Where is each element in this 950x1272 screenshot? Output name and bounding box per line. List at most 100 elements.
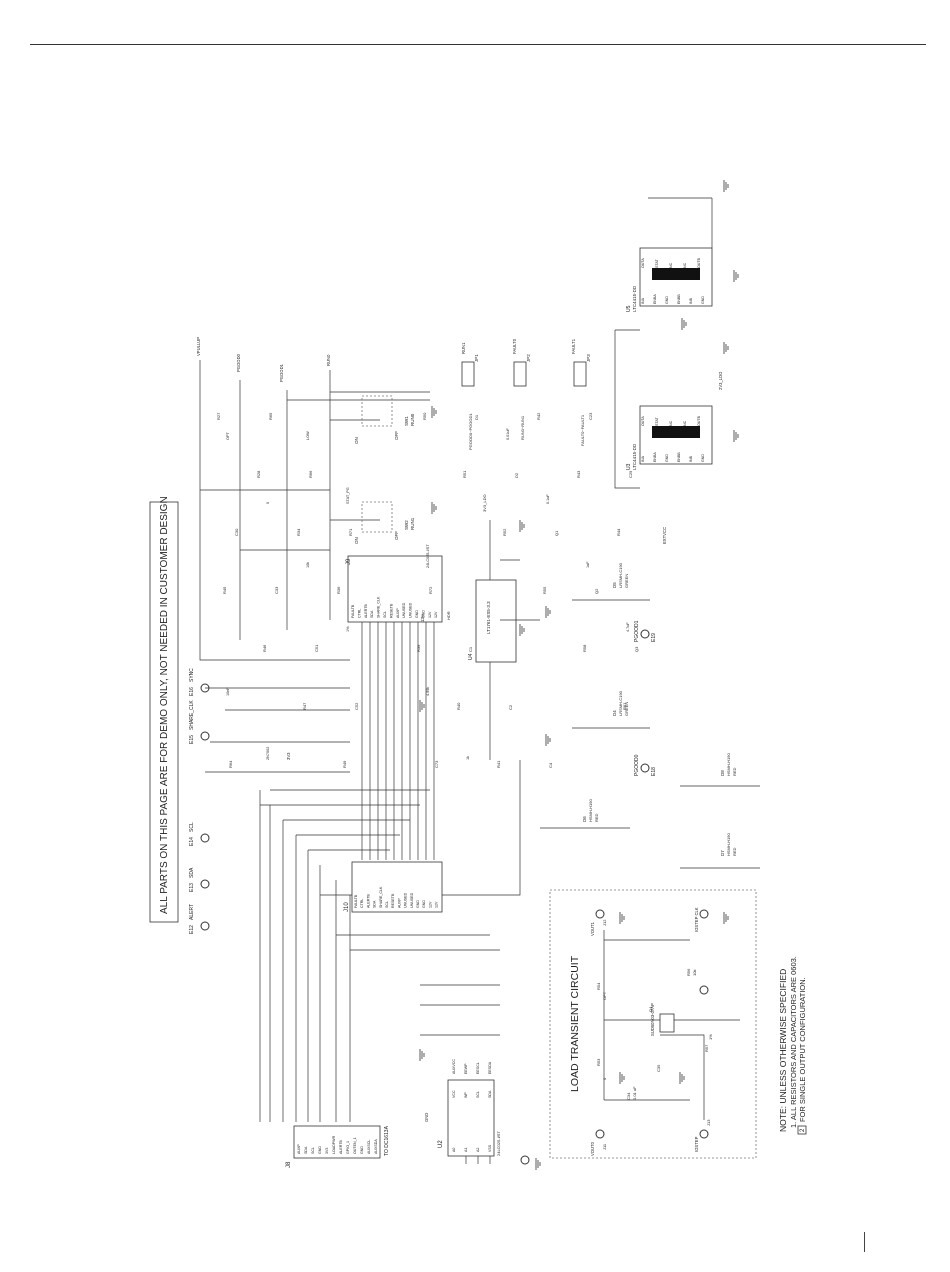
u3-pin-gnd-10: GND [701,454,705,462]
tp-e14-net: SCL [189,822,195,832]
u5-ref: U5 [626,305,632,312]
u4-part: LT1761-ES5-3.3 [486,601,491,634]
ground-symbol-8 [733,430,739,442]
value-label-7: 0.1uF [546,494,550,504]
part-ref-c4: C4 [548,762,553,768]
value-label-11: 2N7002 [266,747,270,760]
part-ref-r66: R66 [308,470,313,478]
d4-ref: D4 [612,710,617,716]
d4-color: GREEN [624,702,629,716]
demo-banner: ALL PARTS ON THIS PAGE ARE FOR DEMO ONLY… [149,496,179,923]
d8-part: HSMH-H190 [726,753,731,776]
load-transient-circuit: LOAD TRANSIENT CIRCUIT VOUT0 VOUT1 IOSTE… [549,889,757,1159]
j9-pin-4-sda: SDA [370,610,374,618]
j8-pin-10-gnd: GND [360,1146,364,1154]
load-net-iostep: IOSTEP [694,1136,699,1152]
j8-pin-3-scl: SCL [311,1147,315,1154]
u3-pin-outa-0: OUTA [641,416,645,426]
ground-symbol-13 [679,1072,685,1084]
j8-destination: TO DC1613A [384,1125,390,1156]
u5-pin-outb-4: OUTB [697,257,701,268]
j9-pin-8-auxp: AUXP [396,608,400,618]
part-ref-r39: R39 [416,644,421,652]
jp3-label: FAULT0~FAULT1 [580,414,585,446]
net-label-3v3: 3V3 [286,752,291,760]
part-ref-r72: R72 [428,586,433,594]
u2-ref: U2 [438,1140,444,1148]
u5-pin-nc-3: NC [683,262,687,268]
j9-pin-13-12v: 12V [428,611,432,618]
d6-part: HSMH-H190 [588,799,593,822]
tp-e18-net: PGOOD0 [634,754,640,776]
j9-pin-14-12v: 12V [434,611,438,618]
load-net-vout1: VOUT1 [590,921,595,936]
net-label-gnd: GND [424,1113,429,1122]
d5-color: GREEN [624,574,629,588]
part-ref-c23: C23 [588,412,593,420]
signal-bus [199,360,521,1122]
load-transient-title: LOAD TRANSIENT CIRCUIT [569,955,581,1092]
net-label-12v: 12V [420,614,425,622]
part-ref-r49: R49 [342,760,347,768]
part-ref-c33: C33 [274,586,279,594]
u2-net-auxvcc: AUXVCC [452,1059,456,1074]
load-value-4: 1% [708,1034,713,1040]
u2-pin-right-sda: SDA [488,1090,492,1098]
j10-pin-9-unused: UNUSED [404,892,408,908]
load-part-r53: R53 [596,1058,601,1066]
value-label-9: 4.7uF [626,622,630,632]
value-labels: OPT010k1%4.99k1k0.01uF0.1uF1uF4.7uF10nF2… [226,427,630,760]
tp-e15-ref: E15 [189,735,195,744]
part-ref-c29: C29 [628,470,633,478]
value-label-13: STAT_PG [346,487,350,504]
ground-symbol-6 [681,318,687,330]
j9-ref: J9 [346,558,352,565]
part-ref-r47: R47 [302,702,307,710]
part-ref-r46: R46 [262,644,267,652]
j10-pin-14-12v: 12V [435,901,439,908]
ground-symbol-1 [431,406,437,418]
value-label-0: OPT [226,432,230,440]
sw1-on: ON [354,437,359,444]
tp-e16-net: SYNC [189,668,195,682]
notes: NOTE: UNLESS OTHERWISE SPECIFIED 1. ALL … [778,956,807,1135]
notes-heading: NOTE: UNLESS OTHERWISE SPECIFIED [778,969,788,1132]
u5-pin-gnd-10: GND [701,296,705,304]
j10-pin-12-gnd: GND [422,900,426,908]
value-label-12: LOW [306,431,310,440]
d8-color: RED [732,767,737,776]
value-label-14: 24LC025-I/ST [426,544,430,568]
jp2-label: RUN0~RUN1 [520,415,525,440]
j10-pin-1-faultb: FAULTB [354,894,358,908]
u5-pin-nc-2: NC [669,262,673,268]
load-value-3: 10k [692,970,697,976]
ground-symbol-4 [519,624,525,636]
j8-pin-2-sda: SDA [304,1146,308,1154]
u5-pin-gnd-7: GND [665,296,669,304]
part-ref-c30: C30 [234,528,239,536]
value-label-6: 0.01uF [506,427,510,440]
j10-pin-4-sda: SDA [373,900,377,908]
regulator-u4: U4 LT1761-ES5-3.3 3V3_LDO [468,494,540,760]
part-ref-r71: R71 [348,528,353,536]
q4-part: SUD50N03-07AP [650,1003,655,1036]
part-ref-r34: R34 [296,528,301,536]
j9-pin-2-ctrl: CTRL [357,609,361,618]
part-ref-r65: R65 [268,412,273,420]
value-label-1: 0 [266,502,270,504]
u3-pin-ina-5: INA [641,455,645,462]
header-rule [30,44,926,45]
u2-pin-left-a1: A1 [464,1148,468,1152]
load-part-q4: Q4 [648,1006,653,1012]
note-2-number: 2 [800,1128,806,1132]
jp1-label: PGOOD0~PGOOD1 [468,413,473,450]
j9-pin-10-unused: UNUSED [409,602,413,618]
net-label-pgood0: PGOOD0 [236,353,241,372]
tp-e12-ref: E12 [189,925,195,934]
tp-e12-net: ALERT [189,904,195,920]
ground-symbol-11 [619,912,625,924]
part-ref-c2: C2 [508,704,513,710]
